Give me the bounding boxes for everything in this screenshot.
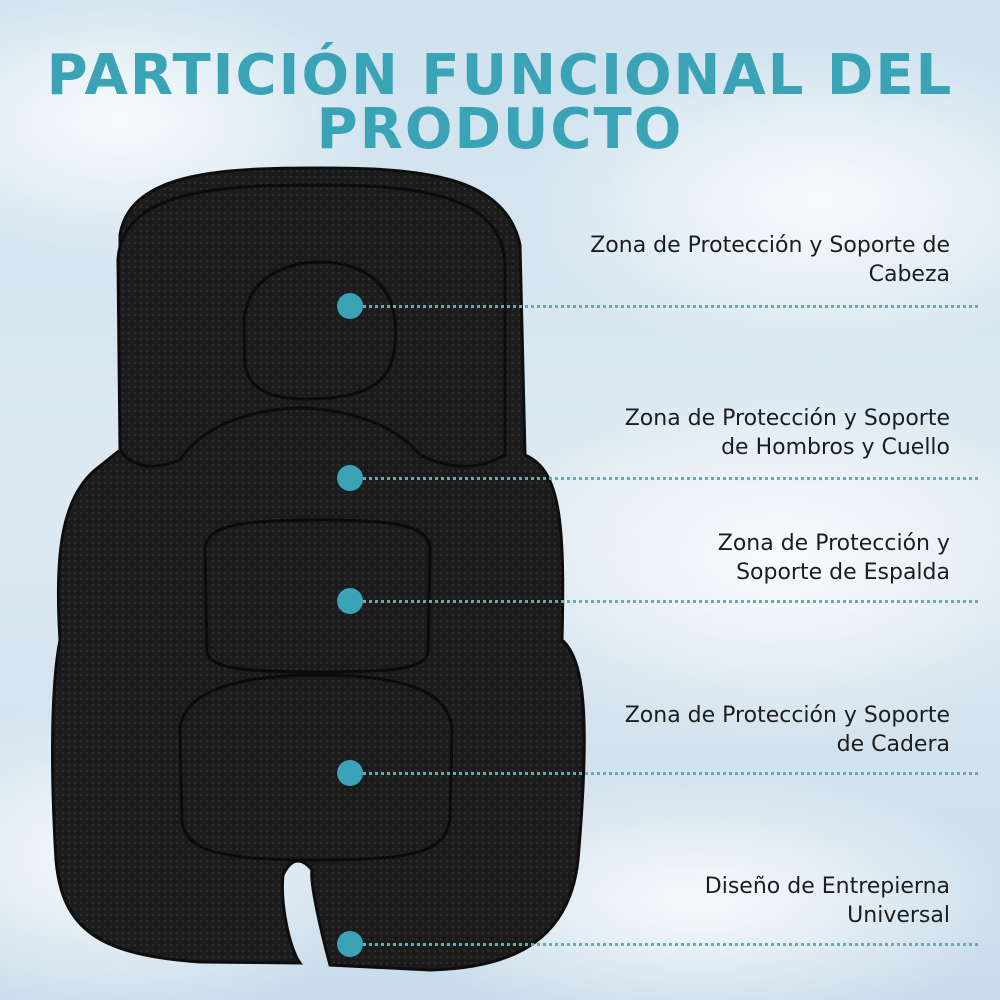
title-line-1: PARTICIÓN FUNCIONAL DEL <box>46 43 954 108</box>
title-line-2: PRODUCTO <box>316 97 684 162</box>
zone-2-label-line-2: de Hombros y Cuello <box>721 435 950 460</box>
zone-3-label: Zona de Protección y Soporte de Espalda <box>718 529 950 587</box>
zone-3-marker <box>337 588 363 614</box>
zone-4-marker <box>337 760 363 786</box>
zone-1-label: Zona de Protección y Soporte de Cabeza <box>590 231 950 289</box>
zone-1-leader-line <box>350 305 978 308</box>
zone-1-marker <box>337 293 363 319</box>
zone-5-leader-line <box>350 943 978 946</box>
back-cushion <box>203 518 432 674</box>
zone-3-label-line-1: Zona de Protección y <box>717 531 950 556</box>
zone-2-marker <box>337 465 363 491</box>
zone-2-label-line-1: Zona de Protección y Soporte <box>624 406 950 431</box>
zone-2-leader-line <box>350 477 978 480</box>
zone-5-label-line-2: Universal <box>847 903 950 928</box>
zone-4-leader-line <box>350 772 978 775</box>
zone-5-label: Diseño de Entrepierna Universal <box>705 872 950 930</box>
zone-1-label-line-1: Zona de Protección y Soporte de <box>590 233 950 258</box>
zone-2-label: Zona de Protección y Soporte de Hombros … <box>625 404 950 462</box>
zone-5-marker <box>337 931 363 957</box>
hip-cushion <box>178 673 454 862</box>
zone-4-label: Zona de Protección y Soporte de Cadera <box>625 701 950 759</box>
head-cushion <box>242 260 397 401</box>
zone-1-label-line-2: Cabeza <box>868 262 950 287</box>
zone-3-leader-line <box>350 600 978 603</box>
zone-5-label-line-1: Diseño de Entrepierna <box>704 874 950 899</box>
zone-3-label-line-2: Soporte de Espalda <box>736 560 950 585</box>
zone-4-label-line-2: de Cadera <box>836 732 950 757</box>
zone-4-label-line-1: Zona de Protección y Soporte <box>624 703 950 728</box>
